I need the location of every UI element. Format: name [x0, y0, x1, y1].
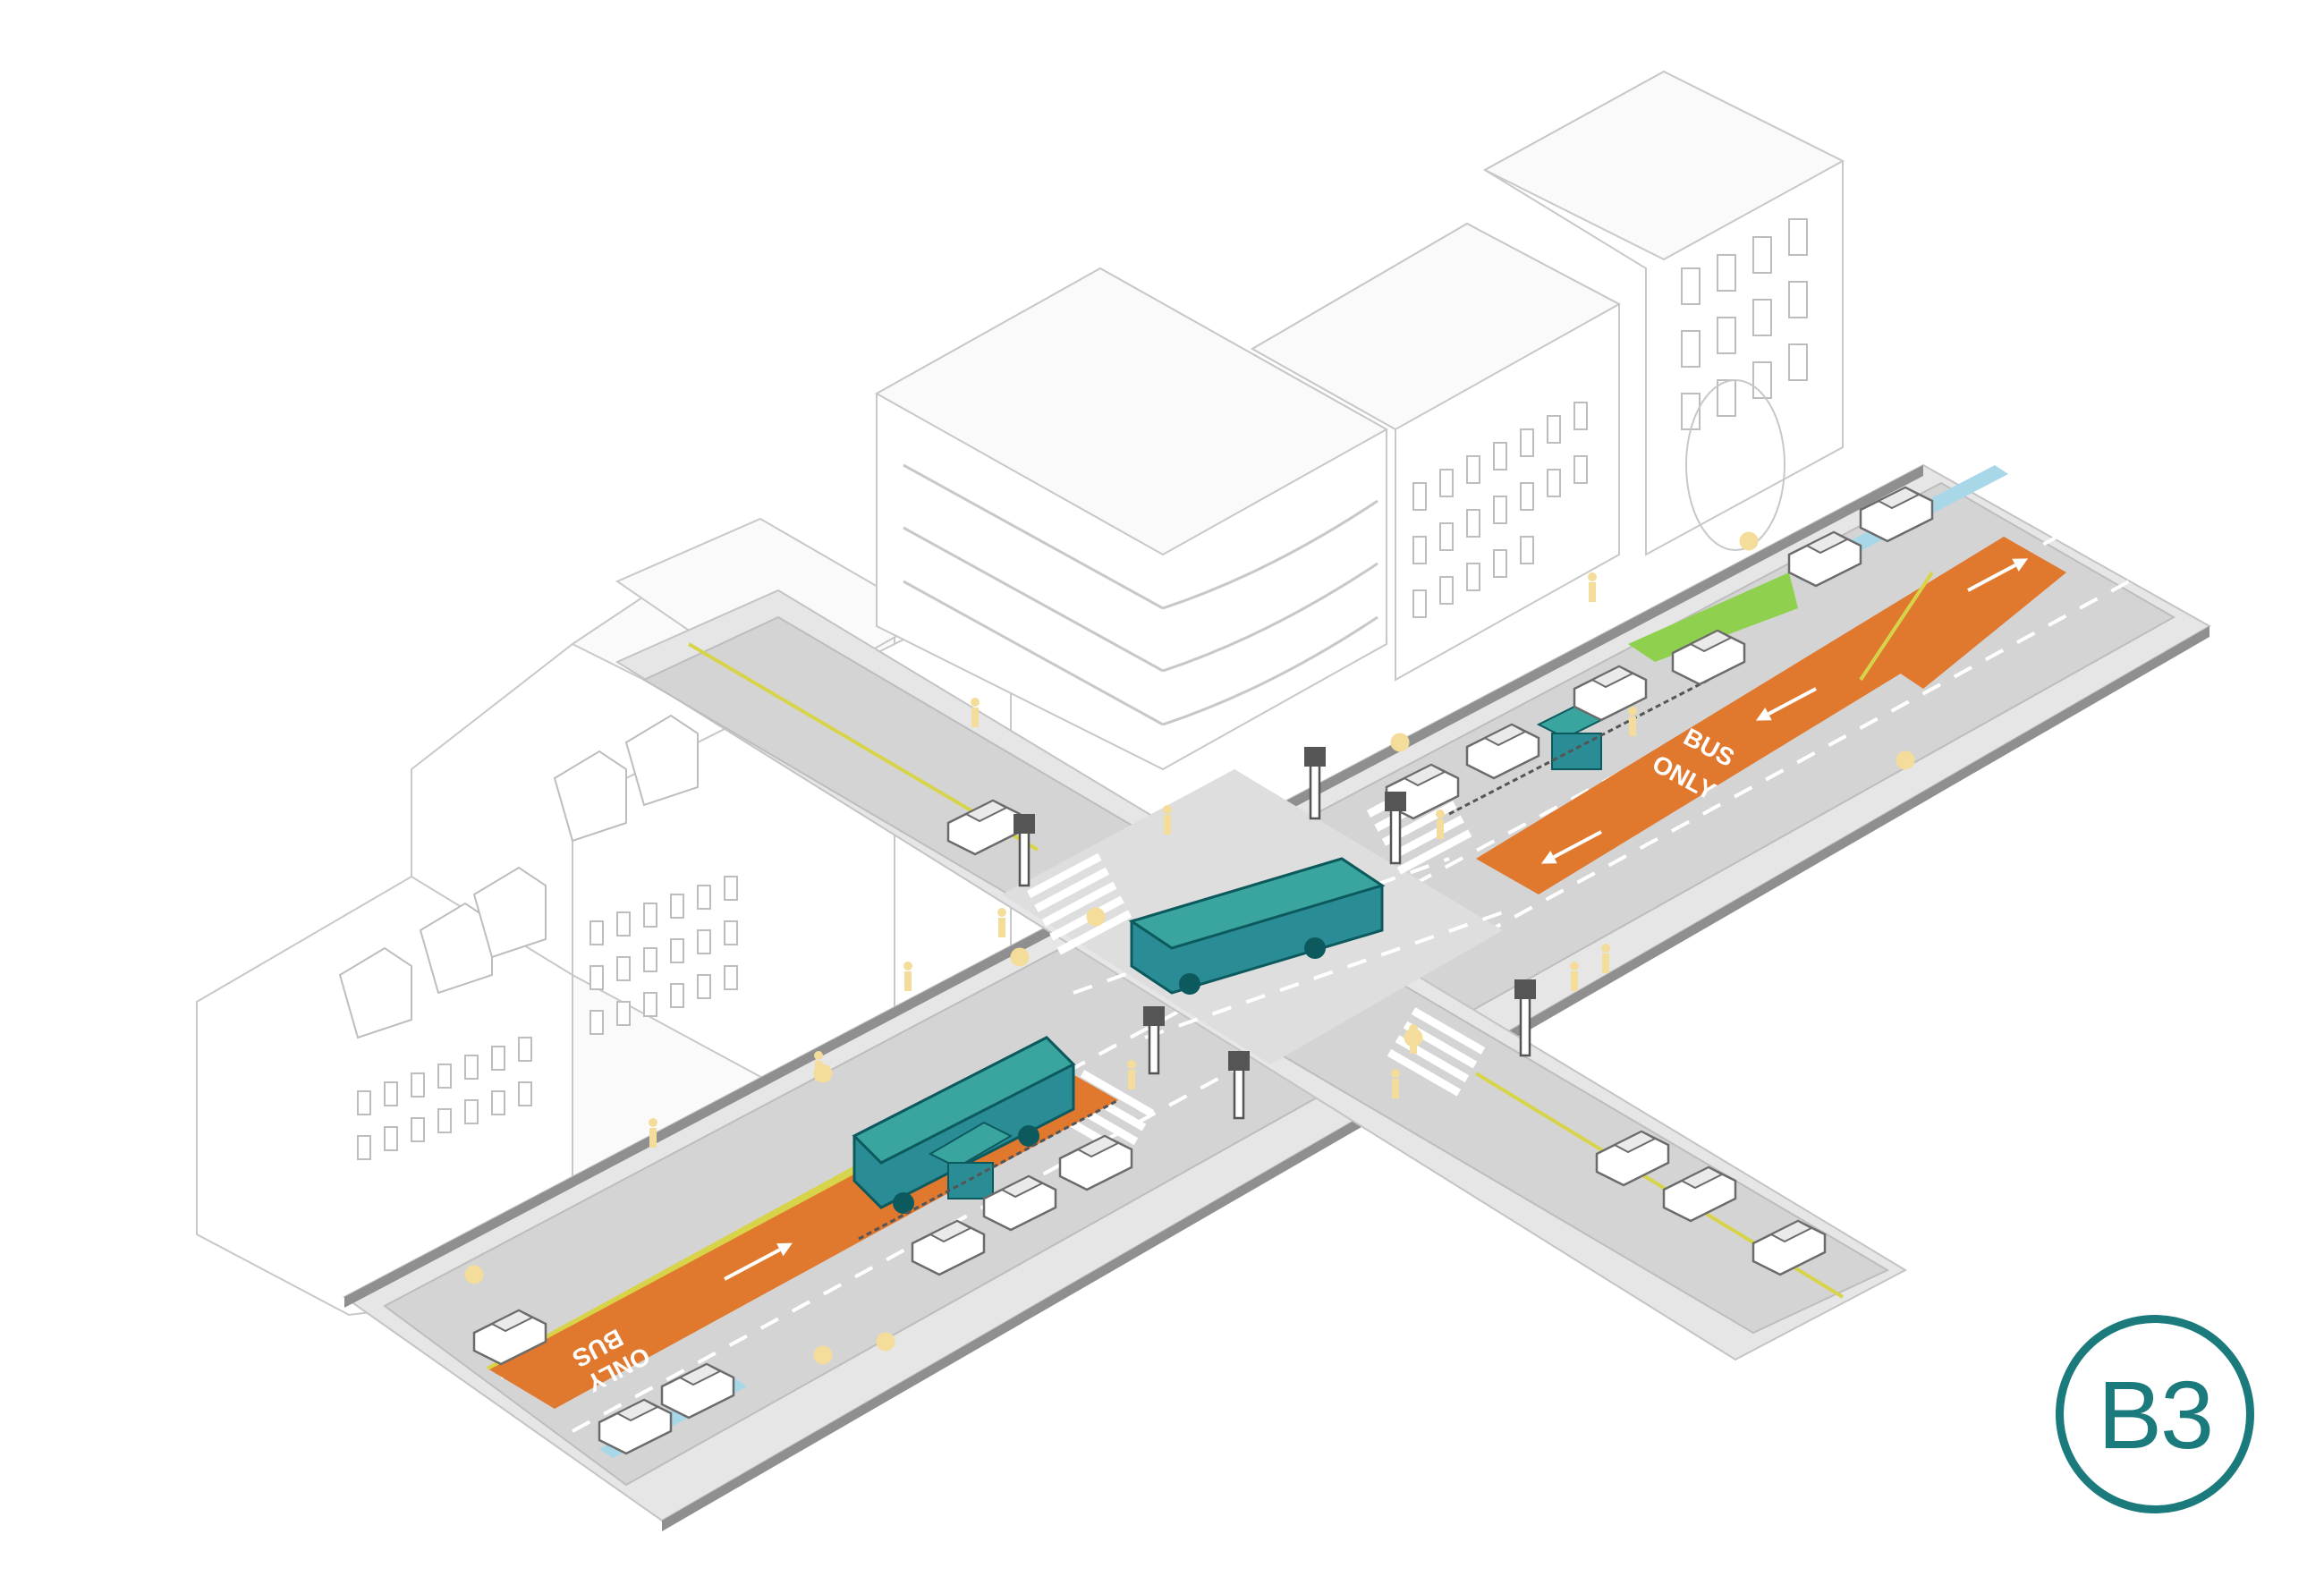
bus-lane-arrow-north-3	[1967, 558, 2029, 592]
green-verge	[1628, 572, 1798, 662]
bus-lane-north: ONLY BUS	[1476, 537, 2066, 894]
bus-lane-arrow-north-2	[1755, 687, 1817, 721]
traffic-signals	[1014, 747, 1536, 1120]
bus-lane-arrow-north-1	[1540, 830, 1602, 864]
railing-north	[1448, 678, 1709, 816]
bus-shelter-south	[928, 1121, 1014, 1199]
railing-south	[858, 1098, 1119, 1241]
pedestrians-and-cyclists	[464, 531, 1915, 1365]
bus-in-intersection	[1128, 857, 1386, 995]
bus-at-stop	[852, 1036, 1076, 1214]
bus-lane-arrow-south	[724, 1242, 793, 1281]
parked-cars	[472, 486, 1934, 1455]
badge-label: B3	[2097, 1360, 2214, 1469]
right-building-block	[874, 70, 1845, 771]
section-badge: B3	[2056, 1315, 2254, 1513]
